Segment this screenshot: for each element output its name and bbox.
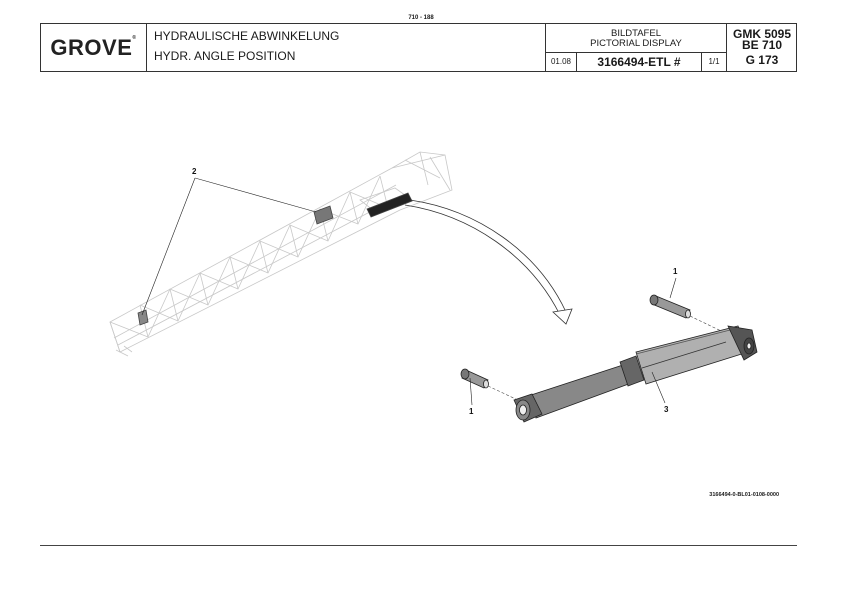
callout-3: 3	[664, 405, 669, 414]
callout-1-left: 1	[469, 407, 474, 416]
model-cell: GMK 5095 BE 710 G 173	[727, 24, 797, 71]
grove-logo: GROVE®	[50, 34, 137, 60]
pin-left	[460, 368, 489, 389]
boom-cylinder-detail	[137, 192, 413, 326]
callout-leaders	[469, 277, 677, 406]
model-line-2: BE 710	[741, 38, 783, 52]
part-number-cell: 3166494-ETL #	[577, 53, 702, 71]
pictorial-display-cell: BILDTAFEL PICTORIAL DISPLAY	[546, 24, 727, 53]
lattice-boom	[109, 151, 453, 357]
sheet-cell: 1/1	[702, 53, 727, 71]
footer-divider	[40, 545, 797, 546]
detail-arrow	[404, 199, 573, 325]
logo-cell: GROVE®	[41, 24, 147, 71]
callout-2-leaders	[141, 177, 317, 316]
title-cell: HYDRAULISCHE ABWINKELUNG HYDR. ANGLE POS…	[147, 24, 546, 71]
model-line-1: GMK 5095	[732, 27, 792, 41]
callout-2: 2	[192, 167, 197, 176]
title-english: HYDR. ANGLE POSITION	[154, 49, 296, 63]
pictorial-german: BILDTAFEL	[611, 28, 661, 39]
date-cell: 01.08	[546, 53, 577, 71]
model-line-3: G 173	[745, 53, 779, 67]
pin-top	[649, 294, 691, 319]
callout-1-top: 1	[673, 267, 678, 276]
pictorial-english: PICTORIAL DISPLAY	[590, 38, 682, 49]
drawing-reference: 3166494-0-BL01-0108-0000	[709, 492, 779, 498]
title-block: GROVE® HYDRAULISCHE ABWINKELUNG HYDR. AN…	[40, 23, 797, 72]
page-number: 710 - 188	[408, 15, 434, 21]
title-german: HYDRAULISCHE ABWINKELUNG	[154, 29, 340, 43]
hydraulic-cylinder	[513, 325, 758, 423]
